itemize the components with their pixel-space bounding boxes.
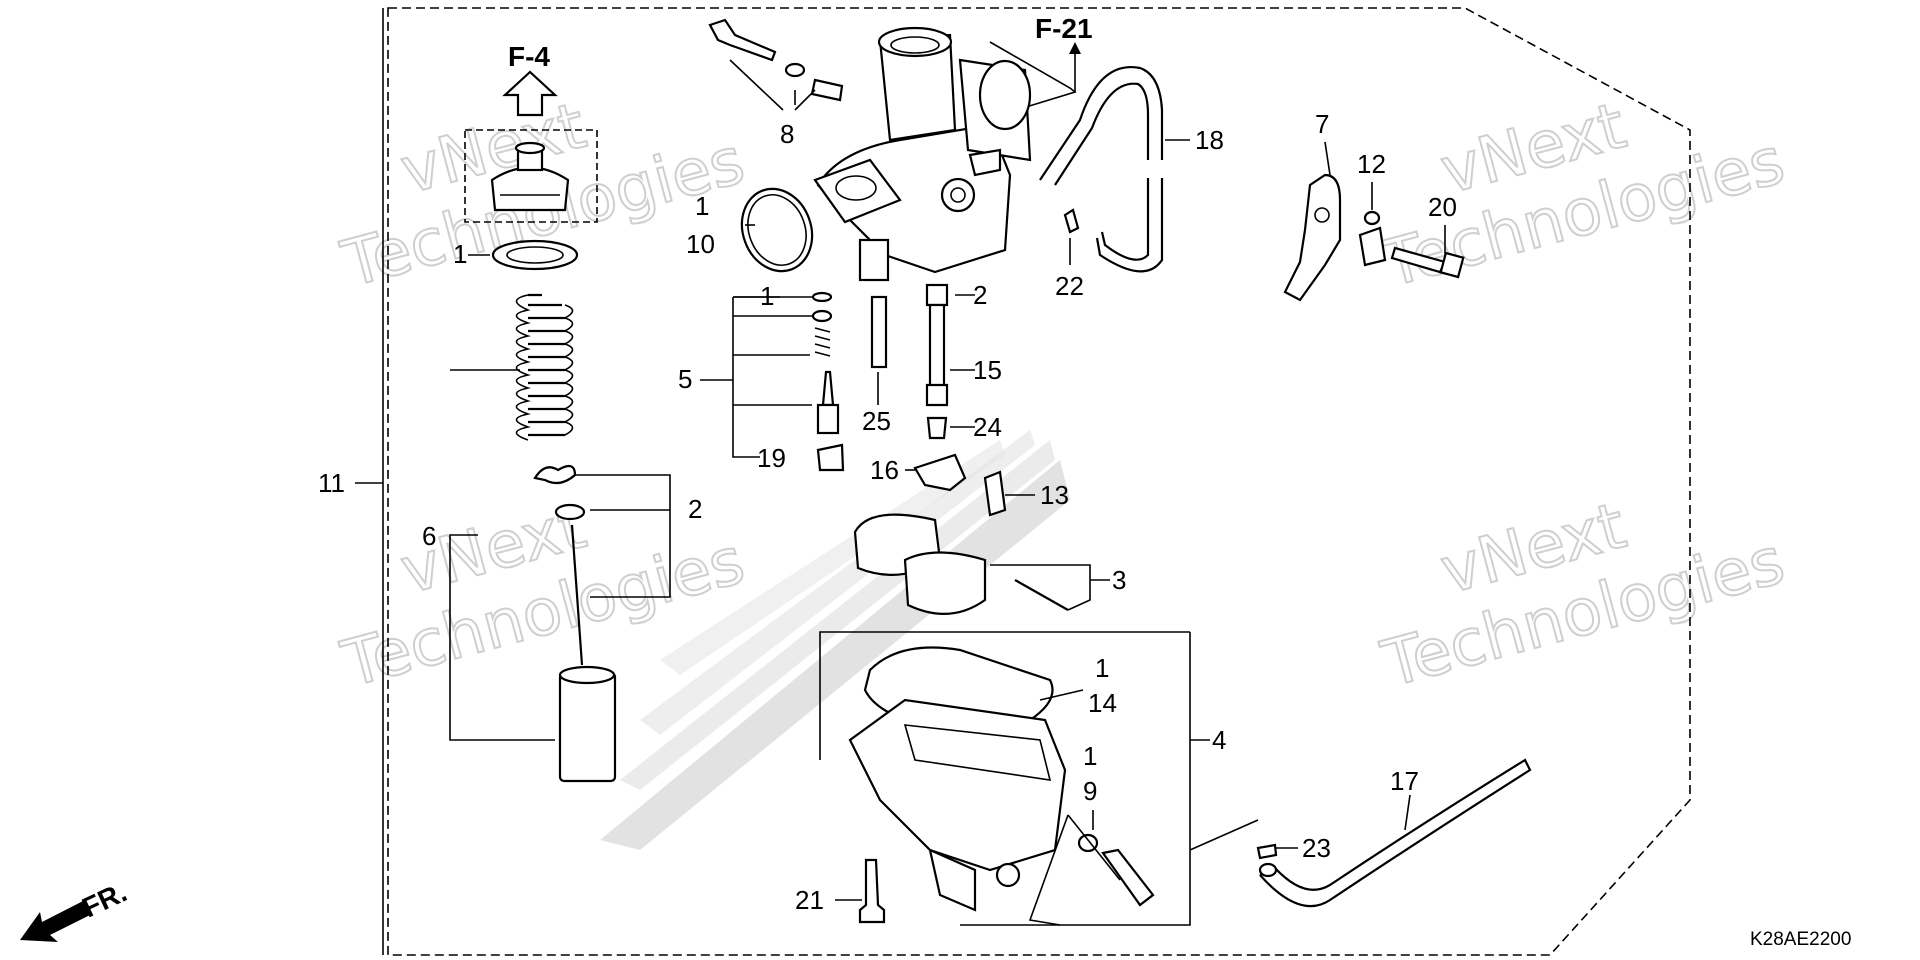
callout-7: 7 <box>1315 109 1329 139</box>
callout-20: 20 <box>1428 192 1457 222</box>
callout-1: 1 <box>1095 653 1109 683</box>
float-chamber-oring-10 <box>740 187 814 273</box>
callout-19: 19 <box>757 443 786 473</box>
screw-13 <box>983 470 1007 517</box>
callout-16: 16 <box>870 455 899 485</box>
pilot-screw-set <box>708 18 844 102</box>
callout-labels: 11 6 1 1 10 8 5 1 2 15 25 24 19 16 13 2 … <box>318 109 1457 915</box>
float-3 <box>853 513 1069 615</box>
callout-10: 10 <box>686 229 715 259</box>
ref-f4-label: F-4 <box>508 41 550 72</box>
callout-1: 1 <box>760 281 774 311</box>
callout-3: 3 <box>1112 565 1126 595</box>
callout-1: 1 <box>695 191 709 221</box>
throttle-needle-assembly <box>533 464 617 783</box>
vent-tube <box>1039 65 1164 273</box>
callout-1: 1 <box>1083 741 1097 771</box>
callout-11: 11 <box>318 468 345 498</box>
callout-5: 5 <box>678 364 692 394</box>
callout-9: 9 <box>1083 776 1097 806</box>
callout-12: 12 <box>1357 149 1386 179</box>
front-arrow-icon <box>20 900 92 942</box>
ref-f21-label: F-21 <box>1035 13 1093 44</box>
callout-2: 2 <box>688 494 702 524</box>
callout-23: 23 <box>1302 833 1331 863</box>
bolt-21 <box>858 858 886 924</box>
clip-22 <box>1063 208 1080 234</box>
jet-needle-set <box>811 291 845 472</box>
callout-22: 22 <box>1055 271 1084 301</box>
callout-8: 8 <box>780 119 794 149</box>
callout-4: 4 <box>1212 725 1226 755</box>
float-chamber <box>848 646 1067 912</box>
front-direction-indicator: FR. <box>20 876 131 942</box>
callout-17: 17 <box>1390 766 1419 796</box>
assembly-boundary <box>387 7 1691 956</box>
carb-top-cap <box>464 129 598 223</box>
float-valve-16 <box>913 453 967 492</box>
f4-reference: F-4 <box>502 41 558 117</box>
drain-screw <box>1101 848 1155 907</box>
up-arrow-icon <box>502 70 558 117</box>
f21-reference: F-21 <box>989 13 1093 119</box>
leader-lines <box>355 8 1446 955</box>
callout-1: 1 <box>453 239 467 269</box>
callout-25: 25 <box>862 406 891 436</box>
choke-lever-assembly <box>1283 173 1465 302</box>
callout-21: 21 <box>795 885 824 915</box>
callout-2: 2 <box>973 280 987 310</box>
drain-tube <box>1256 758 1532 908</box>
callout-14: 14 <box>1088 688 1117 718</box>
callout-18: 18 <box>1195 125 1224 155</box>
callout-15: 15 <box>973 355 1002 385</box>
callout-24: 24 <box>973 412 1002 442</box>
cap-seal-ring <box>491 239 579 271</box>
diagram-code: K28AE2200 <box>1750 929 1851 950</box>
throttle-spring <box>515 293 574 441</box>
main-jets <box>870 283 949 440</box>
oring-9 <box>1077 833 1099 853</box>
callout-13: 13 <box>1040 480 1069 510</box>
carburetor-body <box>813 26 1032 282</box>
callout-6: 6 <box>422 521 436 551</box>
